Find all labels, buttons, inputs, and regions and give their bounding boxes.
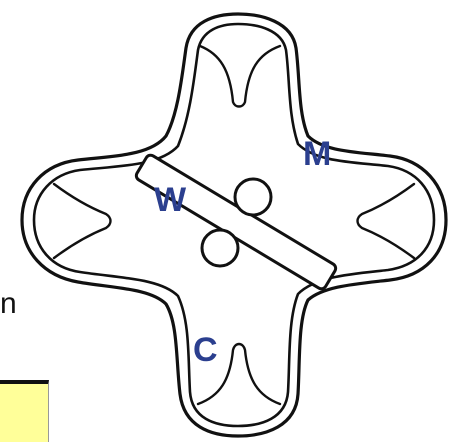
highlight-box [0,380,49,442]
top-lobe [200,46,280,107]
lower-circle [202,230,238,266]
upper-circle [235,179,271,215]
cropped-left-text: n [0,289,17,319]
label-m: M [303,137,331,171]
label-c: C [193,333,218,367]
label-w: W [154,183,186,217]
diagonal-bar [135,153,338,290]
right-lobe [358,184,415,258]
left-lobe [54,184,111,258]
